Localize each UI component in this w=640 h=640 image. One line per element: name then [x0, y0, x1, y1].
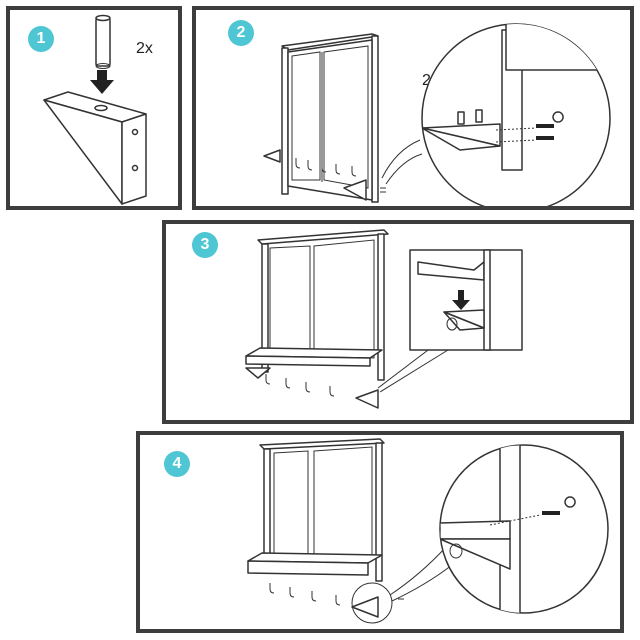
arrow-down-icon — [452, 290, 470, 310]
step-1-quantity: 2x — [136, 40, 153, 57]
step-1-illustration — [43, 14, 147, 205]
step-4-illustration — [247, 438, 609, 624]
step-4-panel: 4 5x — [136, 431, 624, 633]
dowel-icon — [457, 109, 483, 125]
bracket-icon — [43, 91, 147, 205]
step-3-badge: 3 — [192, 232, 218, 258]
hook-icon — [269, 583, 341, 606]
step-1-badge: 1 — [28, 26, 54, 52]
screwdriver-icon — [564, 496, 576, 508]
frame-icon — [263, 33, 386, 203]
zoom-detail-step-3 — [409, 249, 523, 351]
hook-icon — [295, 158, 357, 177]
screw-icon — [536, 124, 554, 140]
zoom-detail-step-4 — [439, 444, 609, 614]
frame-icon — [247, 438, 385, 618]
arrow-down-icon — [90, 70, 114, 94]
hook-icon — [265, 374, 335, 397]
step-1-panel: 1 2x — [6, 6, 182, 210]
step-2-badge: 2 — [228, 20, 254, 46]
step-3-panel: 3 — [162, 220, 634, 424]
step-4-badge: 4 — [164, 451, 190, 477]
step-3-illustration — [245, 229, 523, 409]
step-2-panel: 2 2x — [192, 6, 634, 210]
screw-icon — [542, 511, 560, 515]
frame-icon — [245, 229, 389, 409]
zoom-detail-step-2 — [421, 23, 611, 206]
dowel-icon — [95, 14, 111, 69]
screwdriver-icon — [552, 111, 564, 123]
step-2-illustration — [263, 23, 611, 206]
